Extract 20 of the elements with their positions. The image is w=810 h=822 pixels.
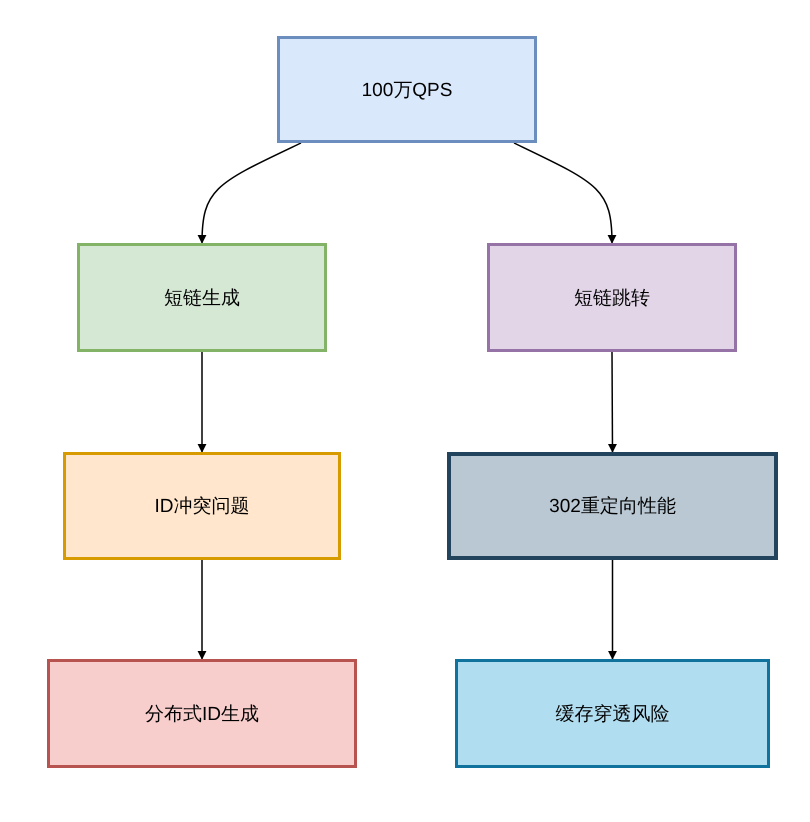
process-box bbox=[277, 36, 537, 143]
node-label: ID冲突问题 bbox=[154, 495, 250, 519]
arrow bbox=[608, 352, 617, 453]
node-label: 分布式ID生成 bbox=[145, 702, 259, 726]
node-label: 缓存穿透风险 bbox=[556, 702, 670, 726]
arrow bbox=[514, 142, 616, 244]
process-box bbox=[487, 243, 737, 352]
node-label: 100万QPS bbox=[362, 78, 452, 102]
process-box bbox=[77, 243, 327, 352]
arrow bbox=[198, 352, 206, 453]
process-box bbox=[447, 452, 778, 560]
node-label: 短链生成 bbox=[164, 286, 240, 310]
process-box bbox=[47, 659, 357, 768]
arrow bbox=[198, 560, 206, 660]
arrow bbox=[198, 142, 302, 244]
arrow bbox=[608, 560, 617, 660]
node-label: 短链跳转 bbox=[574, 286, 650, 310]
node-label: 302重定向性能 bbox=[549, 495, 676, 519]
process-box bbox=[455, 659, 770, 768]
process-box bbox=[63, 452, 341, 560]
